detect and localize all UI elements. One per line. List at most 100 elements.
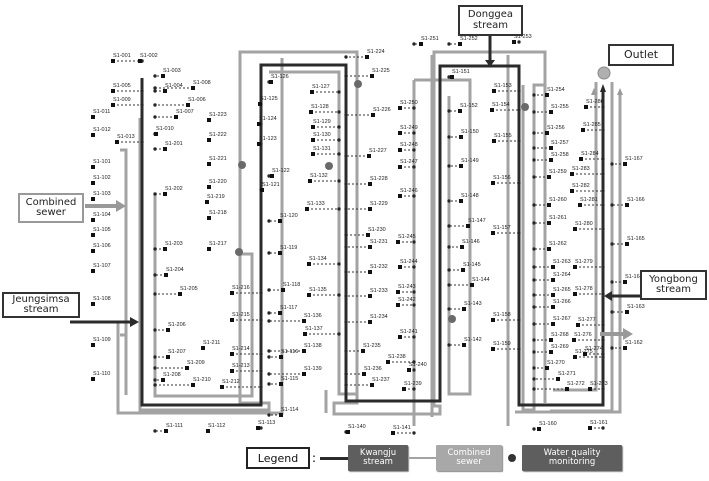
junction-dot (259, 318, 263, 322)
junction-dot (412, 148, 416, 152)
manhole-node (547, 175, 551, 179)
junction-dot (344, 207, 348, 211)
manhole-node (396, 290, 400, 294)
manhole-node (419, 42, 423, 46)
node-label: S1-251 (421, 36, 439, 42)
combined-sewer-arrowhead (116, 200, 126, 212)
junction-dot (412, 335, 416, 339)
manhole-node (368, 182, 372, 186)
manhole-node (205, 200, 209, 204)
manhole-node (91, 343, 95, 347)
node-label: S1-247 (400, 159, 418, 165)
manhole-node (572, 338, 576, 342)
manhole-node (365, 55, 369, 59)
junction-dot (532, 265, 536, 269)
node-label: S1-106 (93, 243, 111, 249)
node-label: S1-260 (549, 197, 567, 203)
junction-dot (344, 233, 348, 237)
manhole-node (91, 165, 95, 169)
junction-dot (601, 189, 605, 193)
junction-dot (532, 146, 536, 150)
junction-dot (517, 181, 521, 185)
node-label: S1-236 (364, 366, 382, 372)
manhole-node (459, 164, 463, 168)
manhole-node (178, 292, 182, 296)
yongbong-stream-callout: Yongbong stream (640, 270, 707, 300)
node-label: S1-010 (156, 126, 174, 132)
outflow-arrowhead (623, 328, 633, 340)
node-label: S1-266 (553, 299, 571, 305)
manhole-node (398, 165, 402, 169)
junction-dot (447, 245, 451, 249)
manhole-node (537, 427, 541, 431)
node-label: S1-009 (113, 97, 131, 103)
node-label: S1-230 (368, 227, 386, 233)
node-label: S1-116 (281, 349, 298, 355)
manhole-node (491, 231, 495, 235)
junction-dot (140, 140, 144, 144)
jeungsimsa-stream-callout: Jeungsimsa stream (2, 292, 80, 318)
node-label: S1-222 (209, 132, 227, 138)
manhole-node (551, 293, 555, 297)
node-label: S1-164 (625, 274, 643, 280)
manhole-node (166, 328, 170, 332)
junction-dot (601, 387, 605, 391)
node-label: S1-204 (166, 267, 184, 273)
node-label: S1-118 (283, 282, 300, 288)
junction-dot (610, 310, 614, 314)
monitoring-point (354, 80, 362, 88)
monitoring-point (238, 161, 246, 169)
junction-dot (153, 247, 157, 251)
node-label: S1-221 (209, 156, 227, 162)
manhole-node (164, 429, 168, 433)
node-label: S1-013 (117, 134, 135, 140)
junction-dot (153, 115, 157, 119)
manhole-node (368, 245, 372, 249)
junction-dot (412, 360, 416, 364)
manhole-node (230, 318, 234, 322)
junction-dot (447, 109, 451, 113)
junction-dot (610, 162, 614, 166)
manhole-node (398, 148, 402, 152)
junction-dot (517, 139, 521, 143)
node-label: S1-138 (304, 343, 322, 349)
node-label: S1-121 (262, 182, 280, 188)
node-label: S1-232 (370, 264, 388, 270)
junction-dot (259, 369, 263, 373)
junction-dot (532, 350, 536, 354)
manhole-node (260, 188, 264, 192)
junction-dot (259, 426, 263, 430)
junction-dot (601, 157, 605, 161)
junction-dot (267, 372, 271, 376)
manhole-node (398, 335, 402, 339)
junction-dot (344, 349, 348, 353)
manhole-node (368, 320, 372, 324)
manhole-node (491, 181, 495, 185)
node-label: S1-113 (258, 420, 275, 426)
node-label: S1-240 (409, 362, 427, 368)
manhole-node (220, 385, 224, 389)
junction-dot (601, 128, 605, 132)
node-label: S1-211 (203, 340, 220, 346)
manhole-node (368, 270, 372, 274)
manhole-node (578, 203, 582, 207)
node-label: S1-149 (461, 158, 479, 164)
manhole-node (459, 199, 463, 203)
node-label: S1-122 (272, 168, 290, 174)
junction-dot (532, 93, 536, 97)
manhole-node (166, 355, 170, 359)
junction-dot (267, 413, 271, 417)
junction-dot (532, 203, 536, 207)
junction-dot (267, 174, 271, 178)
manhole-node (305, 207, 309, 211)
manhole-node (310, 90, 314, 94)
node-label: S1-008 (193, 80, 211, 86)
junction-dot (532, 427, 536, 431)
manhole-node (368, 207, 372, 211)
junction-dot (344, 294, 348, 298)
legend-title: Legend (246, 447, 310, 469)
manhole-node (346, 430, 350, 434)
manhole-node (573, 355, 577, 359)
node-label: S1-223 (209, 112, 227, 118)
junction-dot (344, 182, 348, 186)
